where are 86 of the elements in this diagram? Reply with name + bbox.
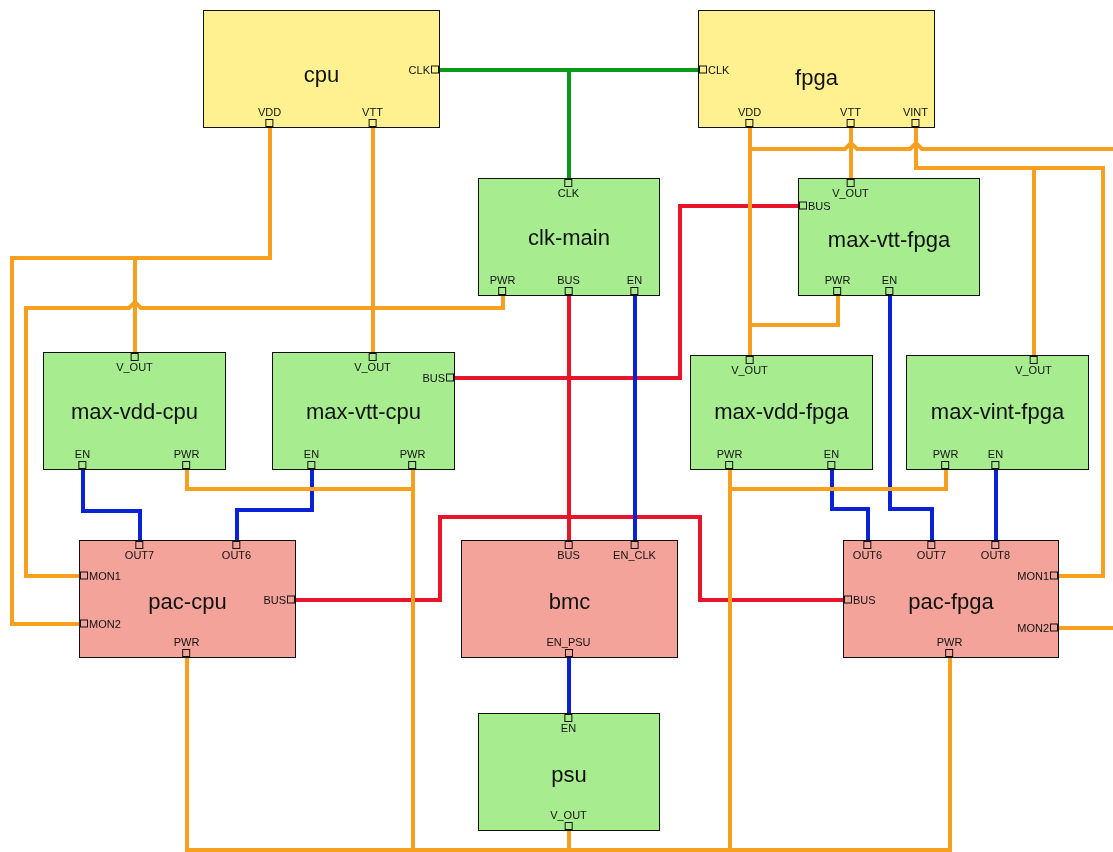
port-label: PWR — [823, 274, 852, 287]
port-label: MON1 — [88, 569, 122, 582]
module-name: bmc — [548, 589, 591, 615]
port-label: V_OUT — [549, 809, 588, 822]
module-name: max-vtt-fpga — [827, 227, 951, 253]
module-name: max-vdd-fpga — [714, 399, 849, 425]
module-block — [478, 178, 660, 296]
port-label: PWR — [172, 448, 201, 461]
module-block — [461, 540, 678, 658]
port-label: VDD — [736, 106, 763, 119]
port-label: PWR — [935, 636, 964, 649]
module-block — [79, 540, 296, 658]
module-name: pac-fpga — [908, 589, 994, 615]
wire — [24, 299, 375, 578]
port-label: V_OUT — [115, 361, 154, 374]
port-label: MON2 — [1016, 621, 1050, 634]
wire — [830, 470, 870, 540]
module-block — [798, 178, 980, 296]
port-label: V_OUT — [831, 187, 870, 200]
module-block — [843, 540, 1059, 658]
module-block — [272, 352, 455, 470]
port-label: BUS — [807, 199, 832, 212]
wire — [1032, 166, 1105, 578]
port-label: VINT — [901, 106, 930, 119]
port-label: EN_PSU — [545, 636, 592, 649]
port-label: OUT7 — [915, 549, 948, 562]
port-label: PWR — [931, 448, 960, 461]
port-label: EN — [73, 448, 92, 461]
port-label: PWR — [398, 448, 427, 461]
port-label: EN — [625, 274, 644, 287]
port-label: BUS — [262, 593, 287, 606]
port-label: OUT7 — [123, 549, 156, 562]
module-name: fpga — [795, 65, 838, 91]
module-block — [698, 10, 935, 128]
port-label: VDD — [256, 106, 283, 119]
module-name: cpu — [303, 62, 340, 88]
module-name: pac-cpu — [148, 589, 227, 615]
wire — [994, 470, 998, 540]
module-name: max-vdd-cpu — [70, 399, 199, 425]
port-label: V_OUT — [353, 361, 392, 374]
port-label: CLK — [707, 63, 731, 76]
port-label: V_OUT — [730, 364, 769, 377]
port-label: OUT8 — [979, 549, 1012, 562]
port-label: EN — [559, 722, 578, 735]
wire — [1059, 626, 1113, 630]
port-label: CLK — [556, 187, 581, 200]
wire — [81, 470, 142, 540]
port-label: MON2 — [88, 617, 122, 630]
port-label: PWR — [715, 448, 744, 461]
module-name: psu — [551, 762, 587, 788]
port-label: PWR — [172, 636, 201, 649]
module-block — [203, 10, 440, 128]
port-label: BUS — [556, 549, 581, 562]
port-label: EN_CLK — [612, 549, 657, 562]
port-label: EN — [302, 448, 321, 461]
module-name: clk-main — [528, 225, 610, 251]
port-label: EN — [986, 448, 1005, 461]
port-label: OUT6 — [220, 549, 253, 562]
module-name: max-vint-fpga — [930, 399, 1065, 425]
port-label: EN — [880, 274, 899, 287]
port-label: EN — [822, 448, 841, 461]
module-block — [43, 352, 226, 470]
module-block — [478, 713, 660, 831]
port-label: BUS — [556, 274, 581, 287]
module-block — [690, 355, 873, 470]
wire — [748, 128, 1113, 151]
port-label: PWR — [488, 274, 517, 287]
wire — [633, 296, 637, 540]
wire — [888, 296, 934, 540]
port-label: V_OUT — [1014, 364, 1053, 377]
wire — [235, 470, 314, 540]
module-block — [906, 355, 1089, 470]
wire — [567, 204, 798, 540]
wire — [10, 256, 137, 626]
port-label: CLK — [407, 63, 431, 76]
port-label: MON1 — [1016, 569, 1050, 582]
wire — [748, 296, 840, 355]
port-label: VTT — [361, 106, 384, 119]
module-name: max-vtt-cpu — [306, 399, 421, 425]
port-label: OUT6 — [851, 549, 884, 562]
port-label: BUS — [421, 371, 446, 384]
port-label: BUS — [852, 593, 877, 606]
wire — [849, 128, 853, 178]
wire — [567, 68, 698, 178]
wire — [567, 658, 571, 713]
port-label: VTT — [839, 106, 862, 119]
